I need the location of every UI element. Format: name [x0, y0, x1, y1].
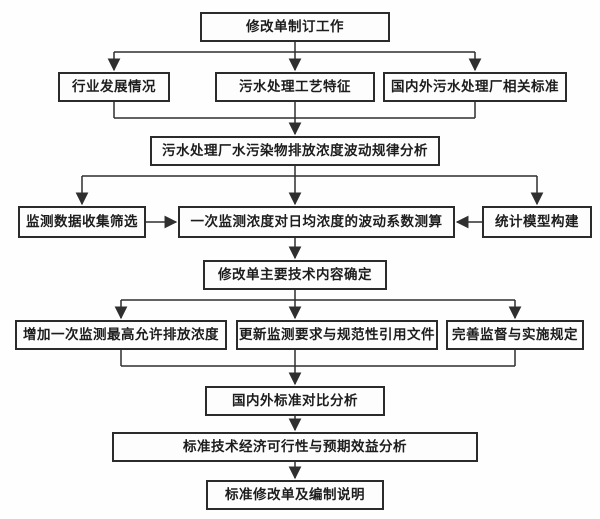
node-statistical-model: 统计模型构建 [482, 206, 592, 238]
node-root: 修改单制订工作 [200, 12, 390, 42]
node-update-monitoring: 更新监测要求与规范性引用文件 [236, 320, 438, 350]
node-monitoring-data-collection: 监测数据收集筛选 [18, 206, 146, 238]
node-industry-development: 行业发展情况 [58, 72, 170, 102]
node-standards-comparison: 国内外标准对比分析 [205, 386, 385, 416]
node-treatment-process: 污水处理工艺特征 [215, 72, 375, 102]
node-fluctuation-law-analysis: 污水处理厂水污染物排放浓度波动规律分析 [150, 136, 440, 166]
node-improve-supervision: 完善监督与实施规定 [446, 320, 584, 350]
node-main-technical-content: 修改单主要技术内容确定 [203, 260, 387, 290]
node-add-max-concentration: 增加一次监测最高允许排放浓度 [15, 320, 227, 350]
node-domestic-foreign-standards: 国内外污水处理厂相关标准 [383, 72, 567, 102]
node-coefficient-calculation: 一次监测浓度对日均浓度的波动系数测算 [178, 206, 455, 238]
node-feasibility-analysis: 标准技术经济可行性与预期效益分析 [112, 432, 478, 462]
node-amendment-output: 标准修改单及编制说明 [206, 480, 384, 510]
